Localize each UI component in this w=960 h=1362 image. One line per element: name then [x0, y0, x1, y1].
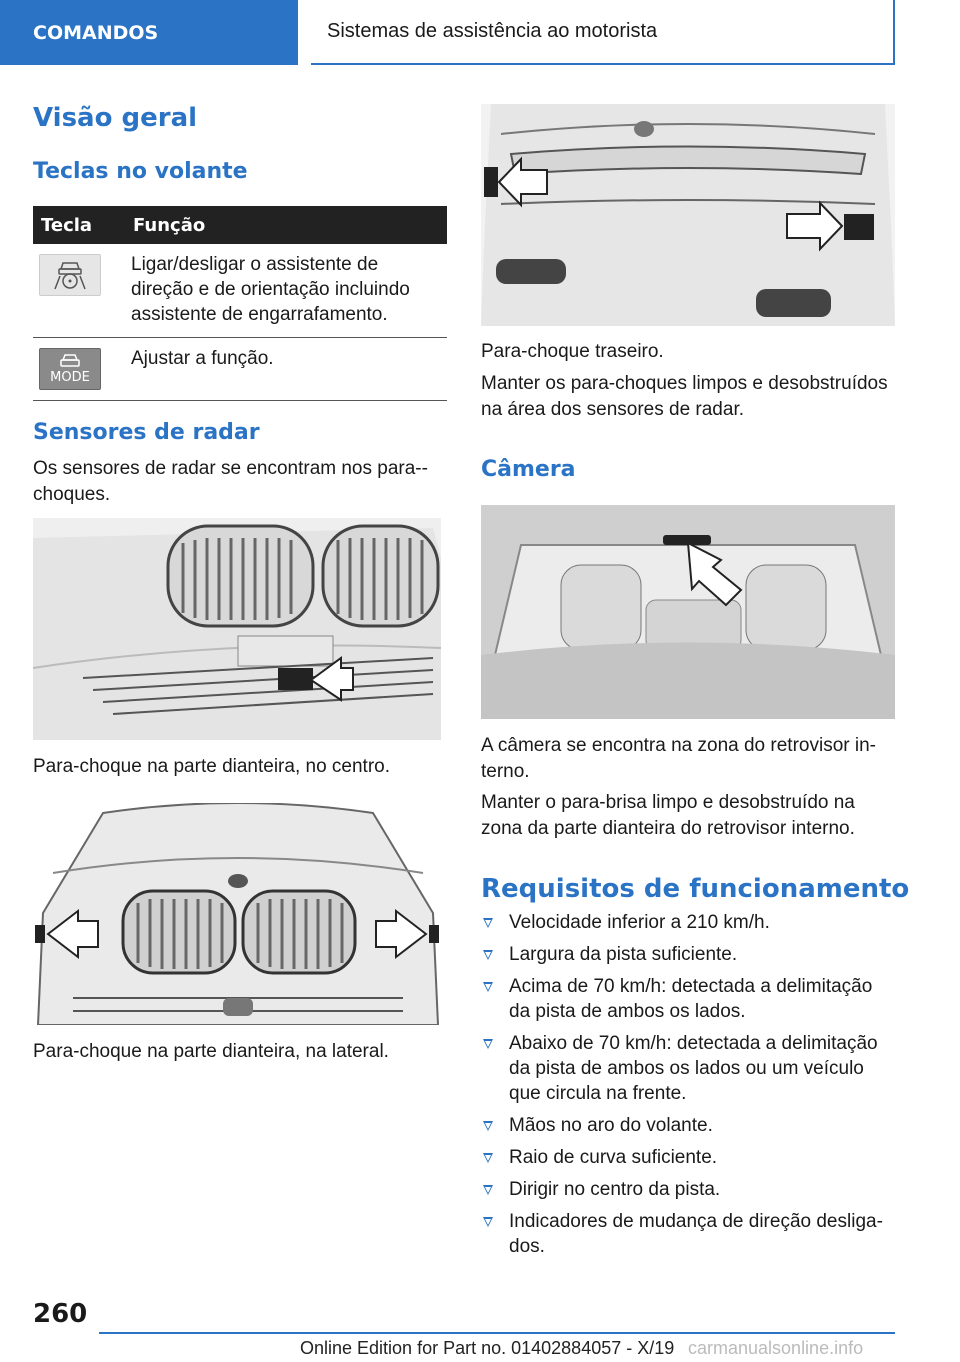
caption-front-side: Para-choque na parte dianteira, na later… — [33, 1041, 389, 1062]
page-number: 260 — [33, 1299, 88, 1329]
triangle-bullet-icon — [483, 1153, 493, 1163]
requirements-list: Velocidade inferior a 210 km/h. Largura … — [481, 910, 895, 1266]
camera-image — [481, 505, 895, 719]
section-header: Sistemas de assistência ao motorista — [311, 0, 895, 65]
requirements-heading: Requisitos de funcionamento — [481, 874, 910, 904]
rear-bumper-image — [481, 104, 895, 326]
front-bumper-side-image — [33, 803, 441, 1025]
radar-heading: Sensores de radar — [33, 420, 260, 445]
list-item: Largura da pista suficiente. — [481, 942, 895, 967]
table-row: Ligar/desligar o assistente de direção e… — [33, 244, 447, 338]
list-item: Dirigir no centro da pista. — [481, 1177, 895, 1202]
keys-table: Tecla Função Ligar/desligar o assistente… — [33, 206, 447, 401]
chapter-label: COMANDOS — [33, 21, 159, 44]
radar-clean-text: Manter os para-choques limpos e desobstr… — [481, 373, 888, 420]
camera-location-text: A câmera se encontra na zona do retrovis… — [481, 735, 876, 782]
lane-assist-steering-icon — [39, 254, 101, 296]
camera-heading: Câmera — [481, 457, 576, 482]
list-item: Acima de 70 km/h: detectada a delimitaçã… — [481, 974, 895, 1024]
triangle-bullet-icon — [483, 950, 493, 960]
col-key: Tecla — [33, 206, 125, 244]
list-item: Abaixo de 70 km/h: detectada a delimitaç… — [481, 1031, 895, 1106]
triangle-bullet-icon — [483, 1039, 493, 1049]
mode-button-icon: MODE — [39, 348, 101, 390]
table-row: MODE Ajustar a função. — [33, 337, 447, 401]
caption-front-center: Para-choque na parte dianteira, no centr… — [33, 756, 391, 777]
list-item: Mãos no aro do volante. — [481, 1113, 895, 1138]
footer-divider — [99, 1332, 895, 1334]
list-item: Velocidade inferior a 210 km/h. — [481, 910, 895, 935]
edition-text: Online Edition for Part no. 01402884057 … — [300, 1338, 675, 1358]
triangle-bullet-icon — [483, 1121, 493, 1131]
front-bumper-center-image — [33, 518, 441, 740]
section-label: Sistemas de assistência ao motorista — [327, 20, 658, 42]
triangle-bullet-icon — [483, 982, 493, 992]
function-text: Ligar/desligar o assistente de direção e… — [125, 244, 447, 338]
list-item: Indicadores de mudança de direção deslig… — [481, 1209, 895, 1259]
page-title: Visão geral — [33, 103, 198, 133]
caption-rear: Para-choque traseiro. — [481, 341, 664, 362]
camera-clean-text: Manter o para-brisa limpo e desobstruído… — [481, 792, 855, 839]
triangle-bullet-icon — [483, 1217, 493, 1227]
chapter-tab: COMANDOS — [0, 0, 298, 65]
list-item: Raio de curva suficiente. — [481, 1145, 895, 1170]
mode-label: MODE — [50, 369, 90, 385]
keys-table-header: Tecla Função — [33, 206, 447, 244]
col-function: Função — [125, 206, 447, 244]
triangle-bullet-icon — [483, 918, 493, 928]
function-text: Ajustar a função. — [125, 337, 447, 401]
triangle-bullet-icon — [483, 1185, 493, 1195]
keys-heading: Teclas no volante — [33, 159, 248, 184]
watermark: carmanualsonline.info — [688, 1338, 864, 1358]
radar-text: Os sensores de radar se encontram nos pa… — [33, 458, 428, 505]
